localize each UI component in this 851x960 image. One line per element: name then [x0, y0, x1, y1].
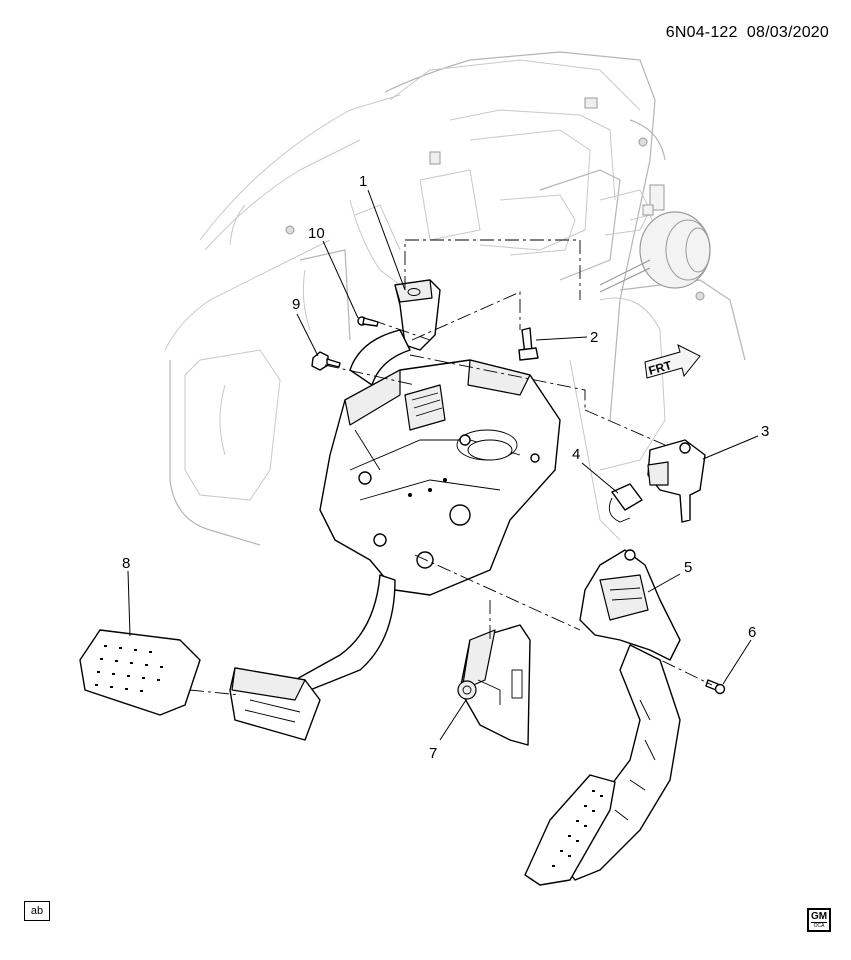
part-5-accelerator-pedal	[524, 549, 681, 886]
front-direction-arrow: FRT	[644, 344, 701, 379]
part-8-pedal-pad	[79, 629, 201, 716]
callout-8: 8	[122, 555, 130, 572]
callout-10: 10	[308, 225, 325, 242]
callout-2: 2	[590, 329, 598, 346]
brake-pedal	[229, 574, 396, 741]
callout-7: 7	[429, 745, 437, 762]
part-1-bracket-tab	[349, 279, 441, 386]
leader-lines	[127, 189, 759, 741]
pedal-bracket	[319, 359, 561, 596]
gm-logo-subtext: OCA	[811, 922, 827, 929]
callout-labels: 1 2 3 4 5 6 7 8 9 10	[122, 173, 769, 762]
callout-6: 6	[748, 624, 756, 641]
diagram-code: 6N04-122	[665, 24, 738, 41]
part-3-sensor	[647, 439, 706, 523]
gm-logo-text: GM	[810, 911, 828, 922]
callout-3: 3	[761, 423, 769, 440]
brake-booster	[599, 184, 711, 293]
callout-1: 1	[359, 173, 367, 190]
part-9-nut	[311, 351, 341, 371]
ab-badge: ab	[24, 901, 50, 921]
alignment-lines	[189, 239, 713, 696]
frt-label: FRT	[647, 358, 674, 378]
callout-5: 5	[684, 559, 692, 576]
part-4-clip	[608, 483, 643, 523]
diagram-header: 6N04-122 08/03/2020	[666, 24, 829, 42]
part-6-screw	[705, 679, 726, 695]
callout-4: 4	[572, 446, 580, 463]
gm-logo: GM OCA	[807, 908, 831, 932]
vehicle-structure-background	[164, 51, 746, 546]
diagram-date: 08/03/2020	[746, 24, 829, 41]
part-2-bolt	[518, 327, 539, 361]
part-7-bracket	[457, 624, 531, 746]
callout-9: 9	[292, 296, 300, 313]
